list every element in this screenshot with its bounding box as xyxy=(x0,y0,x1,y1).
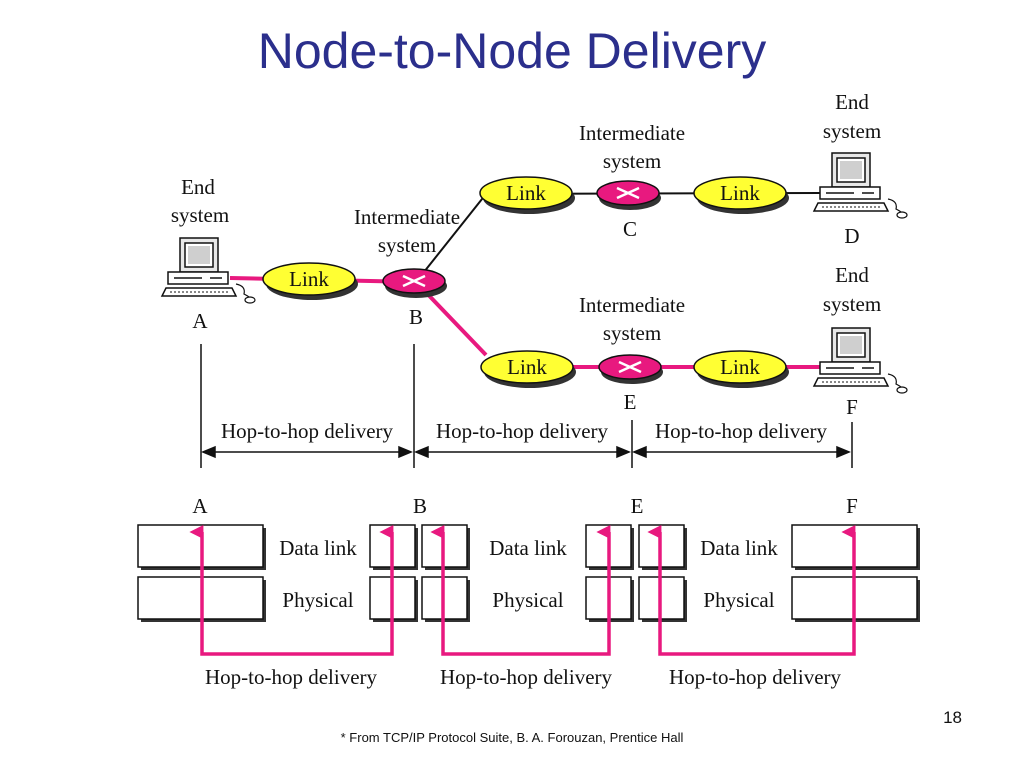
link-label: Link xyxy=(289,267,329,291)
stack-label-a: A xyxy=(192,494,208,518)
end-system-label-a: End system xyxy=(171,175,229,227)
stack-label-e: E xyxy=(631,494,644,518)
svg-text:system: system xyxy=(603,149,661,173)
hop-arrow-2 xyxy=(414,445,631,459)
router-icon-b xyxy=(381,267,449,300)
svg-text:End: End xyxy=(181,175,215,199)
page-number: 18 xyxy=(943,708,962,727)
hop-arrow-3 xyxy=(632,445,851,459)
link-label: Link xyxy=(507,355,547,379)
svg-text:End: End xyxy=(835,90,869,114)
svg-text:Intermediate: Intermediate xyxy=(579,121,685,145)
hop-label-bottom-1: Hop-to-hop delivery xyxy=(205,665,378,689)
node-label-e: E xyxy=(624,390,637,414)
node-label-a: A xyxy=(192,309,208,333)
hop-label-top-2: Hop-to-hop delivery xyxy=(436,419,609,443)
svg-text:Intermediate: Intermediate xyxy=(354,205,460,229)
intermediate-system-label-b: Intermediate system xyxy=(354,205,460,257)
hop-label-top-1: Hop-to-hop delivery xyxy=(221,419,394,443)
svg-text:End: End xyxy=(835,263,869,287)
hop-label-bottom-3: Hop-to-hop delivery xyxy=(669,665,842,689)
svg-text:system: system xyxy=(823,119,881,143)
link-label: Link xyxy=(506,181,546,205)
intermediate-system-label-e: Intermediate system xyxy=(579,293,685,345)
hop-label-bottom-2: Hop-to-hop delivery xyxy=(440,665,613,689)
computer-icon-a xyxy=(161,237,256,304)
link-e-f: Link xyxy=(693,350,790,389)
link-label: Link xyxy=(720,181,760,205)
computer-icon-d xyxy=(813,152,908,219)
link-b-c: Link xyxy=(479,176,576,215)
computer-icon-f xyxy=(813,327,908,394)
svg-text:Intermediate: Intermediate xyxy=(579,293,685,317)
delivery-path-1 xyxy=(189,525,394,656)
end-system-label-f: End system xyxy=(823,263,881,316)
slide-title: Node-to-Node Delivery xyxy=(257,23,767,79)
delivery-path-2 xyxy=(430,525,611,656)
node-label-f: F xyxy=(846,395,858,419)
delivery-path-3 xyxy=(647,525,856,656)
svg-text:system: system xyxy=(378,233,436,257)
end-system-label-d: End system xyxy=(823,90,881,143)
stack-label-f: F xyxy=(846,494,858,518)
footnote: * From TCP/IP Protocol Suite, B. A. Foro… xyxy=(340,730,684,745)
stack-label-b: B xyxy=(413,494,427,518)
svg-text:system: system xyxy=(603,321,661,345)
hop-label-top-3: Hop-to-hop delivery xyxy=(655,419,828,443)
layer-label-physical-3: Physical xyxy=(703,588,774,612)
intermediate-system-label-c: Intermediate system xyxy=(579,121,685,173)
node-label-d: D xyxy=(844,224,859,248)
link-b-e: Link xyxy=(480,350,577,389)
svg-text:system: system xyxy=(171,203,229,227)
layer-boxes xyxy=(137,524,920,622)
layer-label-physical-2: Physical xyxy=(492,588,563,612)
layer-label-datalink-1: Data link xyxy=(279,536,357,560)
link-label: Link xyxy=(720,355,760,379)
svg-text:system: system xyxy=(823,292,881,316)
layer-label-datalink-2: Data link xyxy=(489,536,567,560)
router-icon-e xyxy=(597,353,665,386)
node-label-b: B xyxy=(409,305,423,329)
connection-b-c xyxy=(415,193,487,283)
link-a-b: Link xyxy=(262,262,359,301)
node-label-c: C xyxy=(623,217,637,241)
link-c-d: Link xyxy=(693,176,790,215)
layer-label-physical-1: Physical xyxy=(282,588,353,612)
hop-arrow-1 xyxy=(201,445,413,459)
layer-label-datalink-3: Data link xyxy=(700,536,778,560)
router-icon-c xyxy=(595,179,663,212)
